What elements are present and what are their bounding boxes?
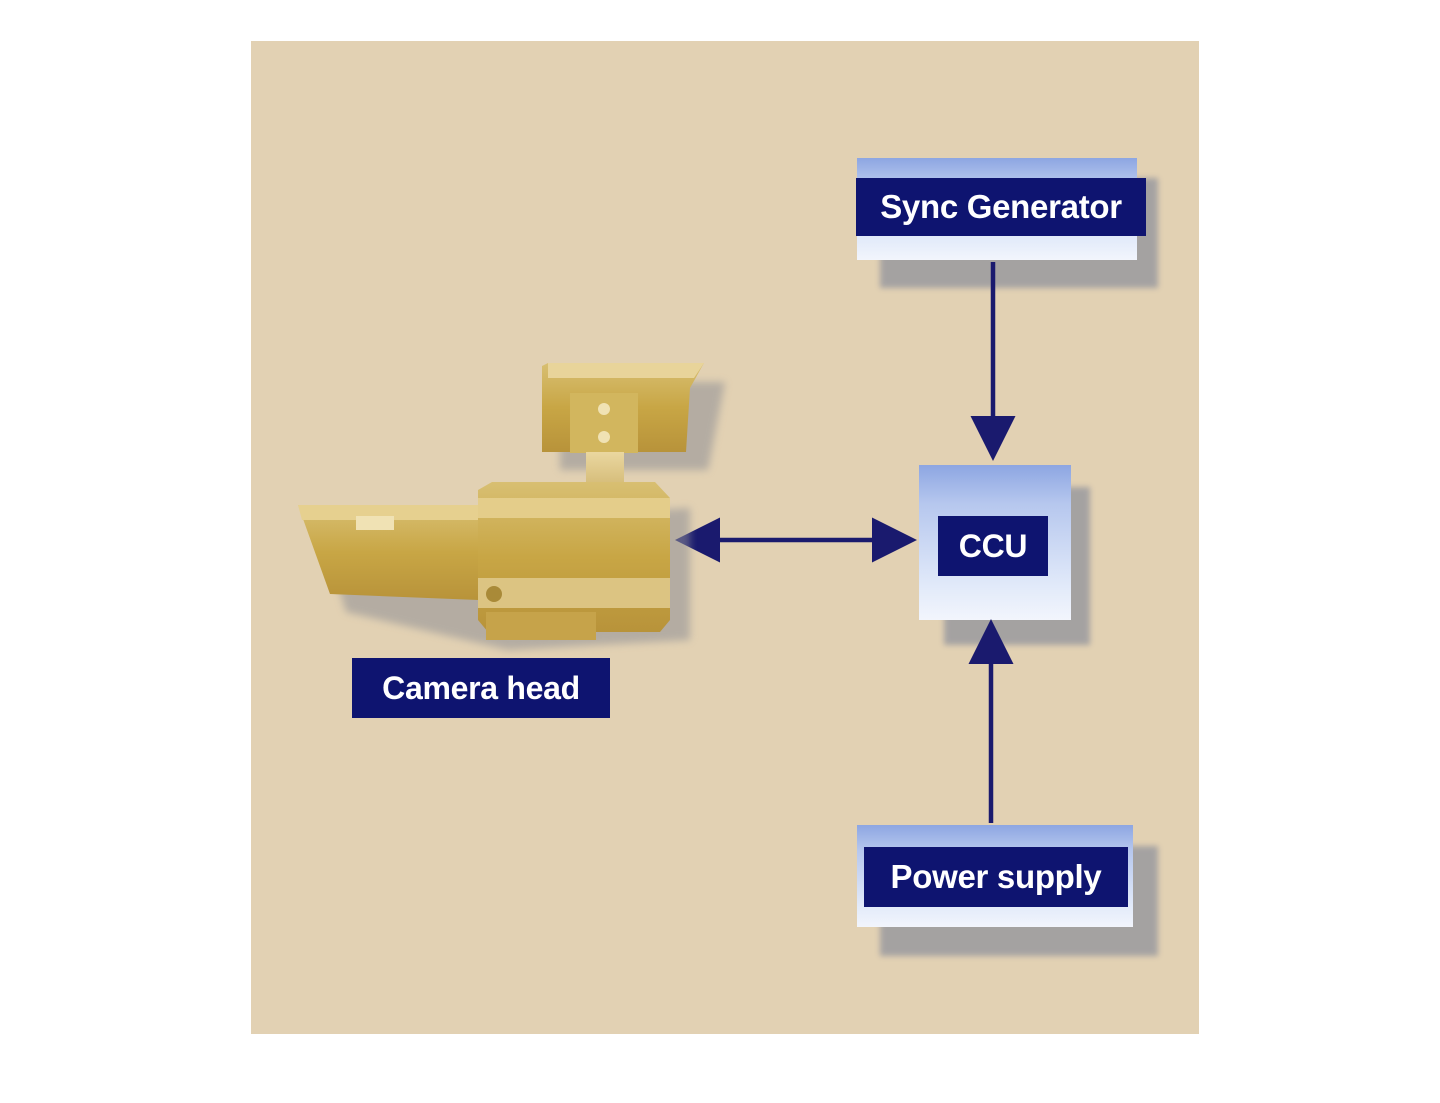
camera-head-label: Camera head [352,658,610,718]
power-supply-label: Power supply [864,847,1128,907]
video-camera-icon [298,363,725,650]
sync-generator-label: Sync Generator [856,178,1146,236]
ccu-label: CCU [938,516,1048,576]
